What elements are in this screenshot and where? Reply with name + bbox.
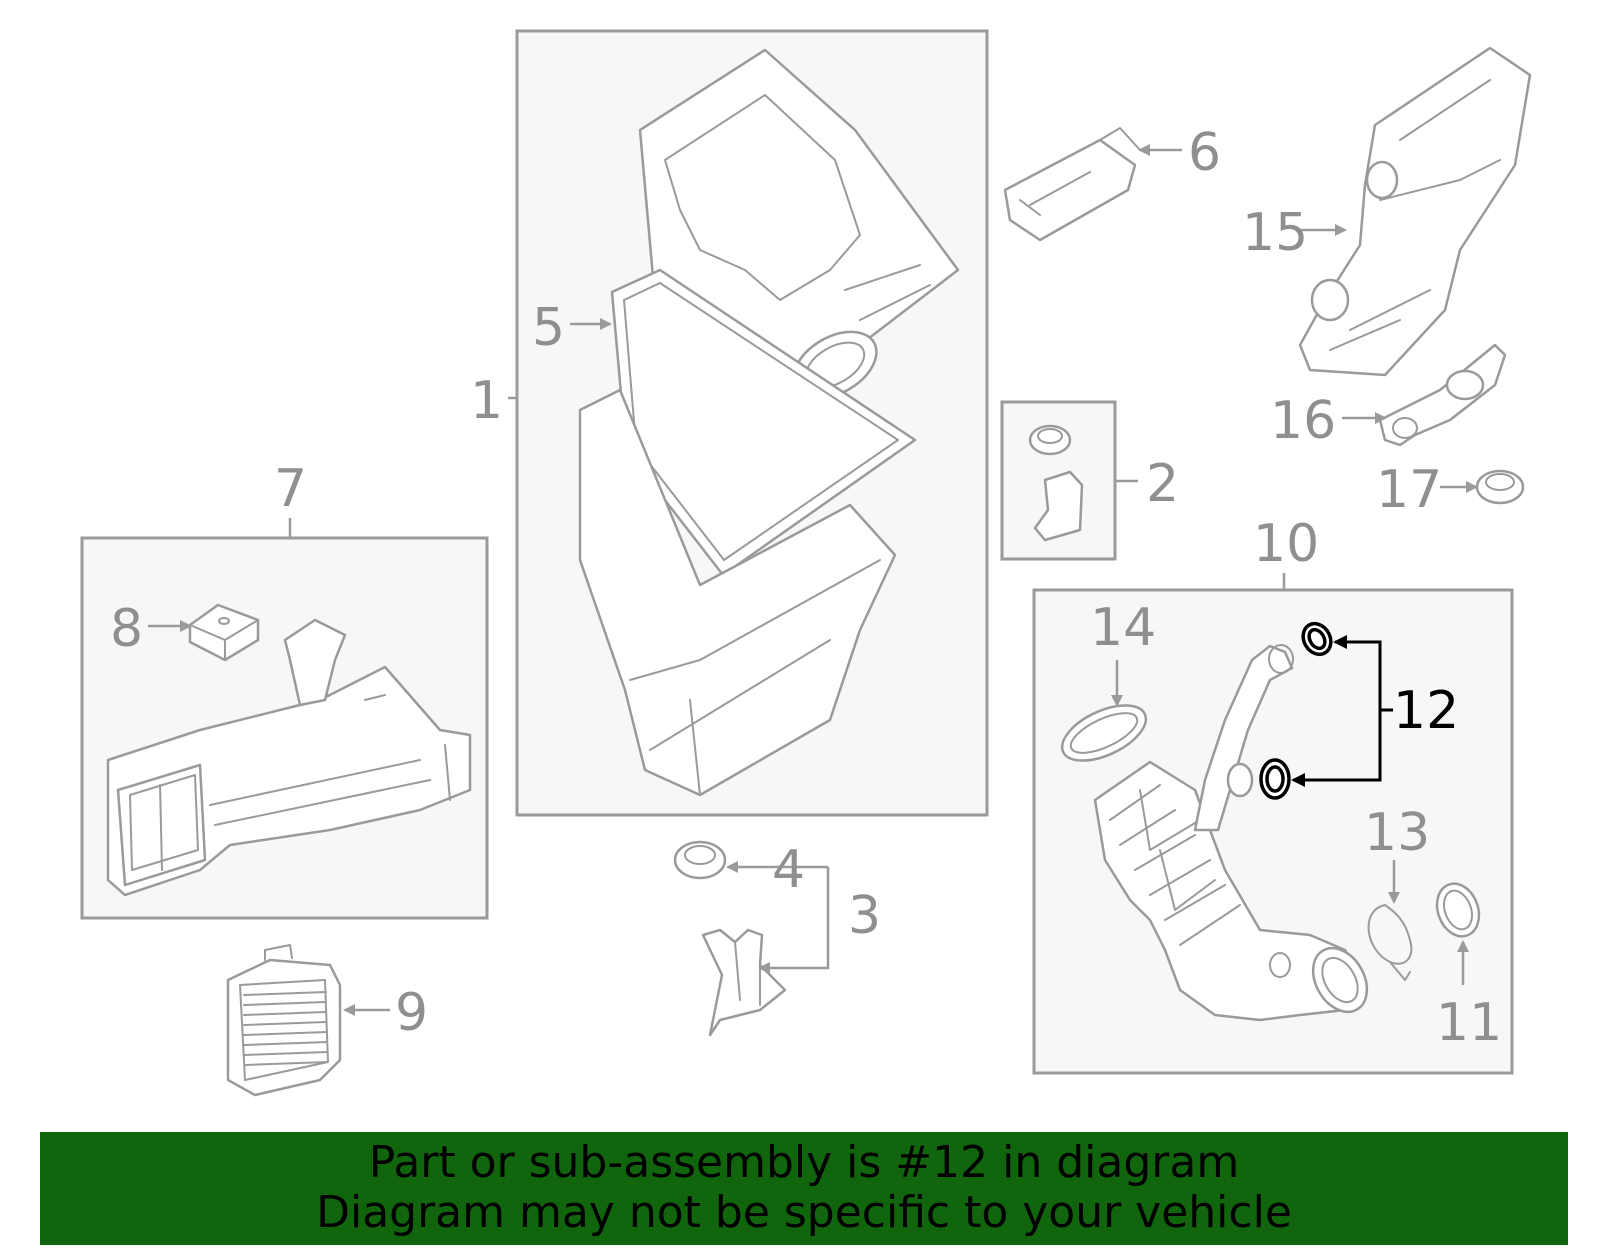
grommet-4 <box>673 840 727 880</box>
callout-6: 6 <box>1188 123 1221 183</box>
callout-7: 7 <box>274 459 307 519</box>
air-intake-duct-7 <box>106 618 472 897</box>
callout-10: 10 <box>1253 514 1319 574</box>
clamp-14 <box>1060 704 1148 762</box>
o-ring-12-upper <box>1301 621 1333 657</box>
support-3 <box>701 928 787 1037</box>
info-banner: Part or sub-assembly is #12 in diagram D… <box>40 1132 1568 1245</box>
air-cleaner-lower-housing <box>578 388 897 797</box>
clip-13 <box>1367 904 1413 981</box>
callout-5: 5 <box>532 298 565 358</box>
callout-14: 14 <box>1090 598 1156 658</box>
callout-11: 11 <box>1436 993 1502 1053</box>
banner-line-2: Diagram may not be specific to your vehi… <box>316 1187 1292 1238</box>
clip-8 <box>188 603 260 662</box>
callout-12: 12 <box>1393 681 1459 741</box>
leader-12-upper <box>1333 635 1382 710</box>
callout-1: 1 <box>470 371 503 431</box>
callout-17: 17 <box>1376 460 1442 520</box>
grommet-17 <box>1475 469 1525 505</box>
callout-13: 13 <box>1364 803 1430 863</box>
callout-3: 3 <box>848 886 881 946</box>
callout-8: 8 <box>110 599 143 659</box>
callout-4: 4 <box>772 840 805 900</box>
grille-9 <box>226 944 342 1097</box>
bracket-16 <box>1378 343 1507 447</box>
callout-2: 2 <box>1146 454 1179 514</box>
intake-hose-10 <box>1093 644 1369 1022</box>
seal-11 <box>1435 882 1481 938</box>
callout-15: 15 <box>1242 203 1308 263</box>
o-ring-12-lower <box>1259 758 1291 800</box>
mass-airflow-sensor <box>1003 127 1141 242</box>
mount-2 <box>1028 424 1084 542</box>
leader-12-lower <box>1291 710 1382 787</box>
callout-9: 9 <box>395 983 428 1043</box>
callout-16: 16 <box>1270 391 1336 451</box>
banner-line-1: Part or sub-assembly is #12 in diagram <box>368 1137 1240 1188</box>
intake-duct-upper <box>1298 46 1532 377</box>
